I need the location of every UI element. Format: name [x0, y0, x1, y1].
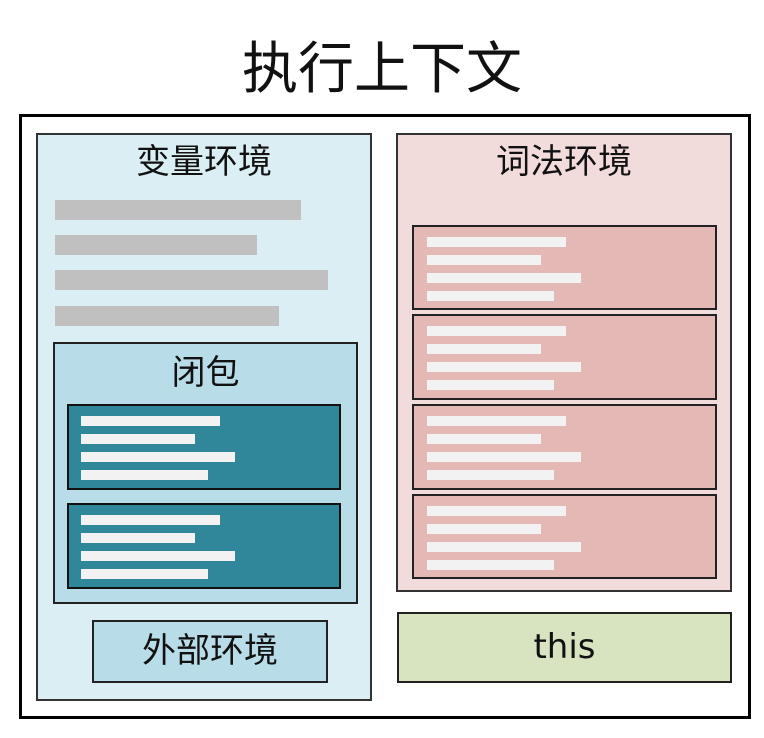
closure-entry-line — [81, 434, 195, 444]
this-binding-box: this — [397, 612, 732, 683]
lexical-entry-line — [427, 255, 541, 265]
lexical-entry-line — [427, 452, 581, 462]
lexical-entry-line — [427, 560, 554, 570]
closure-entry-line — [81, 416, 220, 426]
variable-placeholder-bar — [55, 270, 328, 290]
closure-entry-line — [81, 452, 235, 462]
lexical-entry-line — [427, 542, 581, 552]
lexical-entry-line — [427, 524, 541, 534]
closure-entry-line — [81, 515, 220, 525]
lexical-entry-line — [427, 291, 554, 301]
lexical-entry-line — [427, 273, 581, 283]
closure-entry-line — [81, 470, 208, 480]
lexical-entry-line — [427, 237, 566, 247]
outer-environment-box: 外部环境 — [92, 620, 328, 683]
closure-entry-line — [81, 569, 208, 579]
lexical-entry-line — [427, 434, 541, 444]
lexical-entry-line — [427, 416, 566, 426]
lexical-entry-line — [427, 380, 554, 390]
variable-placeholder-bar — [55, 306, 279, 326]
variable-placeholder-bar — [55, 200, 301, 220]
lexical-entry-line — [427, 326, 566, 336]
lexical-entry-line — [427, 470, 554, 480]
diagram-title: 执行上下文 — [242, 37, 522, 102]
lexical-entry-line — [427, 362, 581, 372]
closure-entry-line — [81, 551, 235, 561]
variable-environment-label: 变量环境 — [136, 142, 272, 182]
variable-placeholder-bar — [55, 235, 257, 255]
closure-label: 闭包 — [171, 353, 240, 393]
lexical-entry-line — [427, 506, 566, 516]
lexical-entry-line — [427, 344, 541, 354]
lexical-environment-label: 词法环境 — [496, 142, 632, 182]
closure-entry-line — [81, 533, 195, 543]
